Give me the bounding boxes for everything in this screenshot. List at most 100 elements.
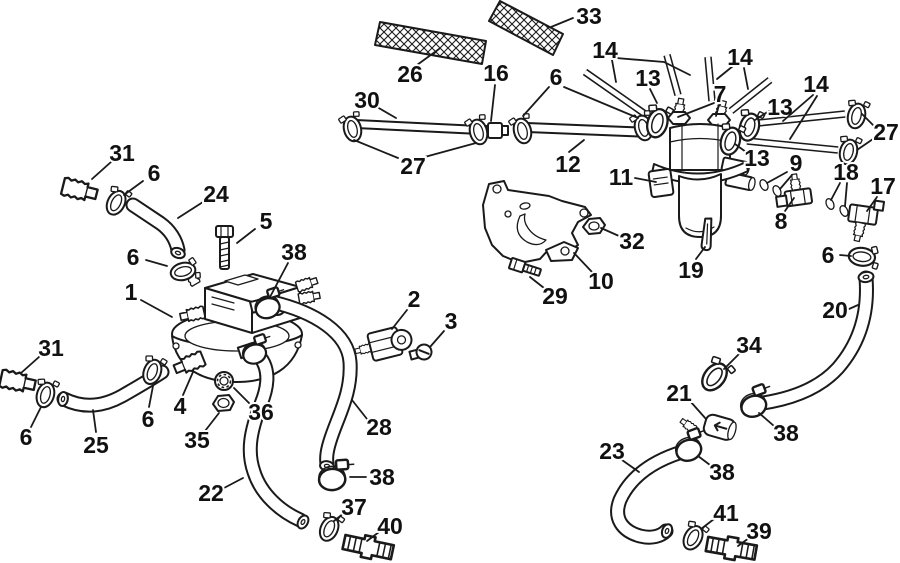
callout-2: 2 [408, 286, 421, 312]
inline-connector-16 [482, 122, 509, 139]
callout-31: 31 [109, 140, 135, 166]
leader-line-27 [353, 139, 399, 159]
leader-line-9 [766, 171, 788, 184]
leader-line-23 [621, 459, 640, 473]
leader-line-31 [20, 356, 40, 374]
callout-4: 4 [174, 393, 187, 419]
callout-11: 11 [609, 164, 634, 190]
retainer-clip-19 [700, 217, 713, 252]
leader-line-24 [177, 201, 204, 219]
leader-line-16 [490, 84, 496, 122]
callout-20: 20 [822, 297, 848, 323]
leader-line-14 [743, 67, 749, 90]
callout-31: 31 [38, 335, 64, 361]
callout-6: 6 [550, 64, 563, 90]
leader-line-17 [866, 196, 878, 212]
bolt-29 [508, 257, 542, 277]
callout-38: 38 [709, 459, 735, 485]
leader-line-40 [366, 531, 380, 542]
leader-line-38 [697, 455, 711, 466]
callout-22: 22 [198, 480, 224, 506]
leader-line-33 [550, 17, 574, 28]
callout-12: 12 [555, 151, 581, 177]
leader-line-11 [634, 177, 657, 183]
leader-line-41 [700, 518, 715, 530]
leader-line-26 [416, 48, 440, 66]
callout-35: 35 [184, 427, 210, 453]
callout-14: 14 [727, 44, 753, 70]
callout-3: 3 [445, 308, 458, 334]
callout-26: 26 [397, 61, 423, 87]
callout-28: 28 [366, 414, 392, 440]
leader-line-7 [715, 104, 720, 117]
leader-line-4 [182, 371, 194, 396]
leader-line-7 [677, 102, 715, 118]
callout-21: 21 [666, 380, 692, 406]
bolt-5 [215, 225, 234, 270]
leader-line-10 [573, 252, 593, 273]
leader-line-6 [563, 86, 639, 119]
leader-line-5 [236, 228, 256, 244]
leader-line-35 [204, 412, 220, 432]
leader-line-21 [689, 400, 707, 420]
leader-line-6 [522, 86, 550, 117]
leader-line-14 [716, 65, 734, 80]
oil-supply-hose-20 [748, 270, 875, 412]
check-valve-21 [678, 413, 737, 441]
leader-line-13 [754, 110, 770, 121]
callout-14: 14 [803, 71, 829, 97]
star-washer-36 [214, 371, 234, 391]
callout-29: 29 [542, 283, 568, 309]
callout-27: 27 [400, 153, 426, 179]
leader-line-14 [789, 95, 818, 140]
leader-line-27 [861, 113, 874, 126]
leader-line-27 [420, 142, 477, 159]
leader-line-38 [269, 262, 289, 298]
callout-6: 6 [142, 406, 155, 432]
pump-connector [647, 167, 675, 199]
hose-22 [242, 342, 310, 530]
callout-10: 10 [588, 268, 614, 294]
leader-line-14 [782, 94, 814, 122]
callout-16: 16 [483, 60, 509, 86]
callout-5: 5 [260, 208, 273, 234]
leader-line-20 [848, 304, 859, 310]
leader-line-18 [844, 182, 848, 207]
callout-13: 13 [744, 145, 770, 171]
leader-line-13 [649, 88, 658, 104]
callout-7: 7 [714, 81, 727, 107]
callout-8: 8 [775, 208, 788, 234]
callout-18: 18 [833, 159, 859, 185]
elbow-fitting-17 [847, 199, 886, 243]
callout-6: 6 [127, 244, 140, 270]
screw-3 [408, 343, 433, 361]
callout-23: 23 [599, 438, 625, 464]
leader-line-12 [568, 139, 585, 153]
leader-line-30 [376, 106, 397, 119]
callout-38: 38 [773, 420, 799, 446]
callout-34: 34 [736, 332, 762, 358]
leader-line-6 [123, 180, 144, 196]
callout-36: 36 [248, 399, 274, 425]
callout-27: 27 [873, 119, 899, 145]
leader-line-36 [233, 387, 251, 405]
braided-hose-26 [374, 21, 487, 65]
hose-24 [125, 197, 186, 260]
callout-30: 30 [354, 87, 380, 113]
leader-line-1 [140, 299, 173, 318]
leader-line-32 [600, 227, 620, 237]
leader-line-14 [615, 57, 691, 76]
callout-9: 9 [790, 150, 803, 176]
callout-41: 41 [713, 500, 739, 526]
callout-39: 39 [746, 518, 772, 544]
callout-17: 17 [870, 173, 896, 199]
callout-25: 25 [83, 432, 109, 458]
leader-line-39 [737, 537, 750, 547]
callout-33: 33 [576, 3, 602, 29]
leader-line-6 [839, 254, 852, 257]
callout-6: 6 [822, 242, 835, 268]
leader-line-14 [611, 59, 617, 83]
leader-line-28 [351, 399, 368, 420]
